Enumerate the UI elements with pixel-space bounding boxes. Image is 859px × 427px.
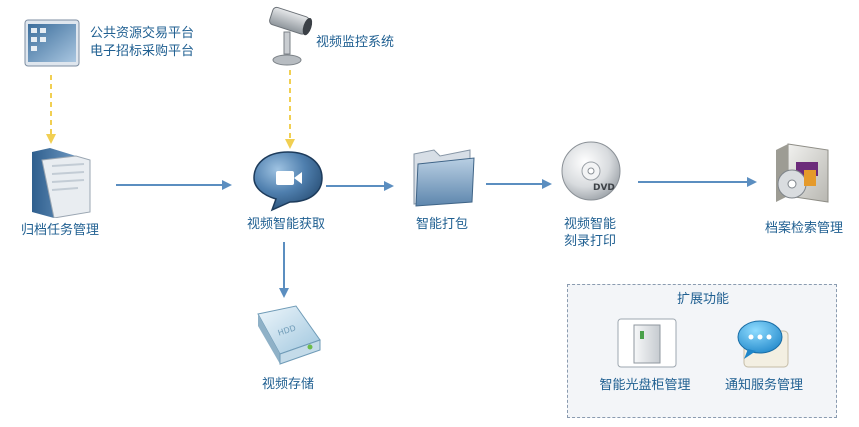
camera-label: 视频监控系统: [316, 35, 395, 50]
platform-label-line1: 公共资源交易平台: [90, 26, 195, 41]
window-panel-icon: [24, 19, 80, 67]
archive-task-label: 归档任务管理: [20, 223, 100, 238]
platform-label-line2: 电子招标采购平台: [90, 44, 195, 59]
chat-bubble-icon: [737, 320, 789, 368]
storage-node: HDD 视频存储: [246, 304, 326, 400]
document-stack-icon: [32, 148, 91, 218]
ext-item-disc-cabinet-label: 智能光盘柜管理: [599, 378, 691, 393]
packaging-node: 智能打包: [396, 144, 496, 236]
hard-drive-icon: HDD: [257, 305, 321, 365]
storage-label: 视频存储: [261, 377, 315, 392]
video-capture-label: 视频智能获取: [246, 217, 326, 232]
ext-item-disc-cabinet: 智能光盘柜管理: [592, 317, 702, 401]
folder-icon: [413, 149, 475, 207]
burning-label-line2: 刻录打印: [563, 234, 617, 249]
ext-item-notification: 通知服务管理: [714, 317, 814, 401]
disc-cabinet-icon: [617, 318, 677, 368]
ext-item-notification-label: 通知服务管理: [724, 378, 804, 393]
video-capture-node: 视频智能获取: [228, 148, 348, 238]
packaging-label: 智能打包: [415, 217, 469, 232]
retrieval-label: 档案检索管理: [764, 221, 844, 236]
burning-label-line1: 视频智能: [563, 217, 617, 232]
retrieval-node: 档案检索管理: [756, 140, 859, 240]
dvd-disc-icon: DVD: [561, 141, 621, 201]
video-bubble-icon: [253, 151, 323, 212]
platform-node: 公共资源交易平台 电子招标采购平台: [24, 18, 224, 72]
software-box-icon: [776, 143, 829, 203]
extensions-title: 扩展功能: [676, 292, 730, 307]
security-camera-icon: [269, 6, 313, 66]
camera-node: 视频监控系统: [262, 4, 422, 70]
archive-task-node: 归档任务管理: [0, 146, 120, 246]
burning-node: DVD 视频智能 刻录打印: [552, 140, 632, 252]
dvd-badge: DVD: [593, 183, 615, 193]
extensions-panel: 扩展功能 智能光盘柜管理: [567, 284, 837, 418]
